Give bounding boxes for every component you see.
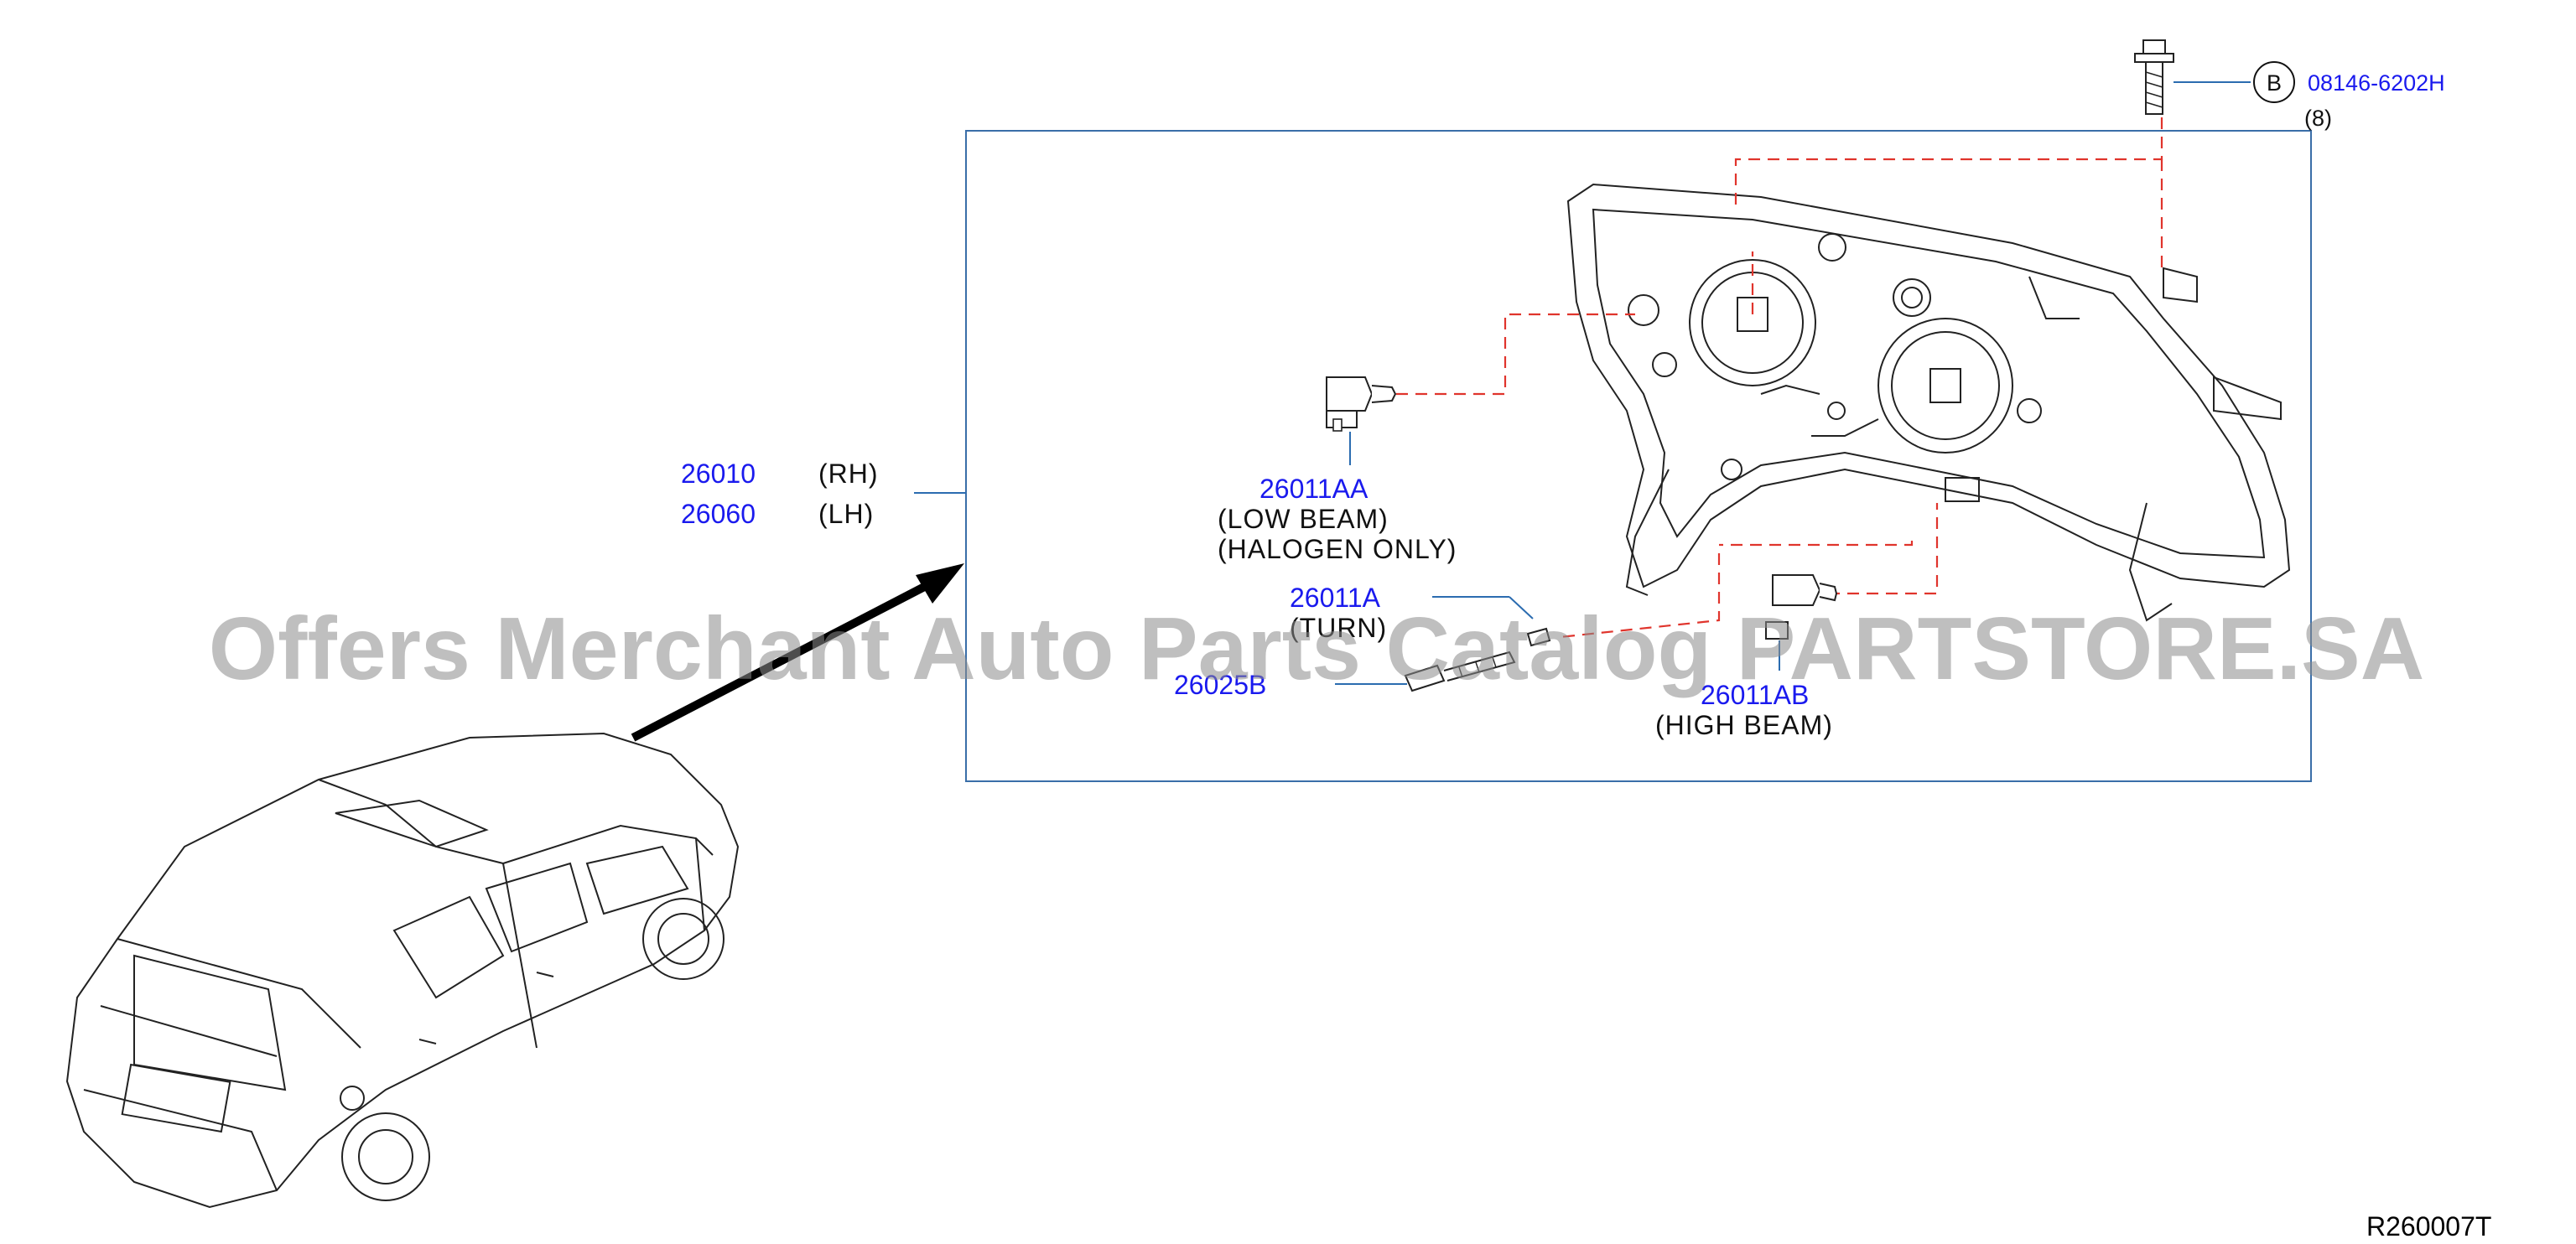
diagram-code: R260007T <box>2366 1211 2491 1241</box>
detail-frame <box>965 130 2312 782</box>
low-beam-part-number[interactable]: 26011AA <box>1259 474 1368 504</box>
turn-part-number[interactable]: 26011A <box>1290 583 1381 613</box>
high-beam-bulb-illustration <box>1765 574 1838 640</box>
bolt-circle-letter: B <box>2267 70 2282 96</box>
low-beam-reflector <box>1689 259 1816 386</box>
turn-bulb-illustration <box>1404 627 1551 692</box>
low-beam-bulb-illustration <box>1326 376 1397 432</box>
assembly-rh-part-number[interactable]: 26010 <box>681 459 756 489</box>
bolt-part-number[interactable]: 08146-6202H <box>2308 70 2445 96</box>
bolt-circle-marker <box>2253 61 2295 103</box>
low-beam-desc: (LOW BEAM) <box>1218 504 1389 534</box>
turn-desc: (TURN) <box>1290 613 1387 643</box>
high-beam-desc: (HIGH BEAM) <box>1655 710 1833 740</box>
high-beam-part-number[interactable]: 26011AB <box>1701 680 1809 710</box>
low-beam-desc-2: (HALOGEN ONLY) <box>1218 534 1457 564</box>
watermark: Offers Merchant Auto Parts Catalog PARTS… <box>209 599 2425 698</box>
headlamp-housing <box>1566 183 2291 622</box>
bolt-illustration <box>2134 39 2174 115</box>
high-beam-reflector <box>1877 318 2013 454</box>
assembly-lh-part-number[interactable]: 26060 <box>681 499 756 529</box>
bolt-quantity: (8) <box>2304 106 2332 131</box>
vehicle-illustration <box>65 732 740 1209</box>
location-arrow <box>631 563 964 742</box>
socket-part-number[interactable]: 26025B <box>1174 670 1266 700</box>
assembly-lh-side: (LH) <box>818 499 874 529</box>
assembly-rh-side: (RH) <box>818 459 879 489</box>
hidden-lines <box>1396 117 2163 639</box>
